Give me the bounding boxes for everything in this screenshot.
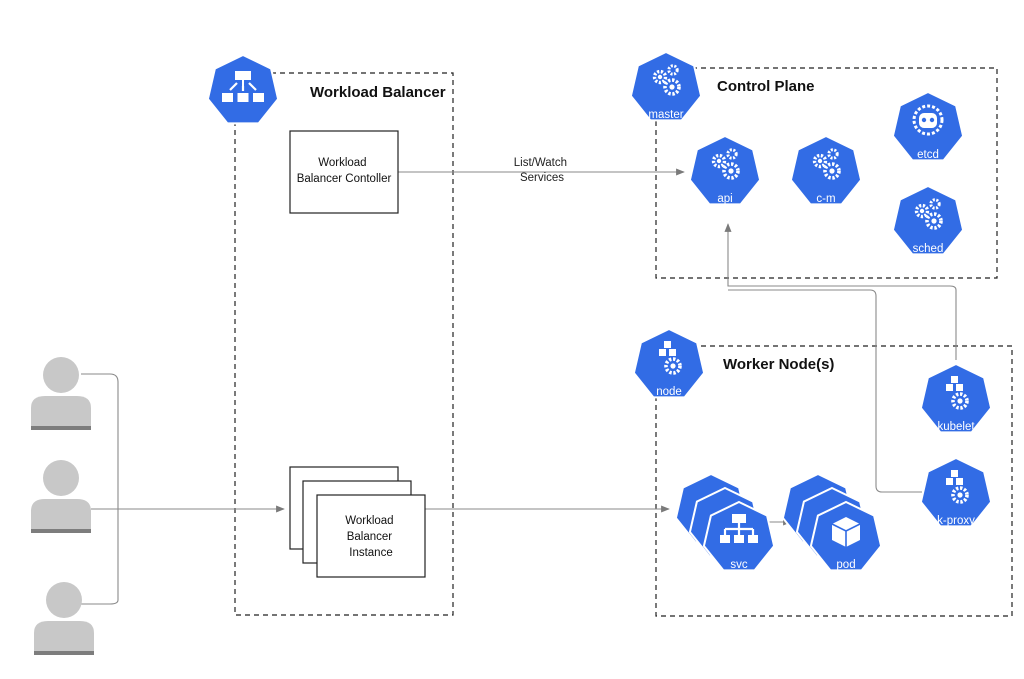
user-icon [31,460,91,533]
user-icon [34,582,94,655]
workload-balancer-group [234,72,454,616]
instance-box-label: Workload Balancer Instance [345,515,397,559]
robot-face-icon [912,104,944,136]
sched-label: sched [913,243,944,255]
api-node: api [688,135,762,206]
controller-box [289,130,399,214]
etcd-label: etcd [917,149,939,161]
master-node: master [629,51,703,122]
kubelet-to-api-arrow [724,223,957,360]
node-label: node [656,386,682,398]
pod-stack: pod [781,473,883,572]
kproxy-label: k-proxy [937,515,975,527]
kproxy-node: k-proxy [919,457,993,528]
kproxy-to-api-line [728,289,922,493]
worker-node: node [632,328,706,399]
worker-nodes-group [655,345,1013,617]
list-watch-label: List/Watch Services [514,157,570,184]
cm-node: c-m [789,135,863,206]
pod-label: pod [836,559,855,571]
users-bracket [81,373,119,605]
kubelet-node: kubelet [919,363,993,434]
kubelet-label: kubelet [937,421,975,433]
controller-box-label: Workload Balancer Contoller [297,157,392,185]
control-plane-title: Control Plane [717,78,815,95]
instance-box-front [316,494,426,578]
hierarchy-icon [206,54,280,125]
user-icon [31,357,91,430]
cube-icon [831,517,861,547]
cm-label: c-m [816,193,835,205]
etcd-node: etcd [891,91,965,162]
sched-node: sched [891,185,965,256]
api-label: api [717,193,732,205]
worker-nodes-title: Worker Node(s) [723,356,834,373]
master-label: master [648,109,683,121]
control-plane-group [655,67,998,279]
svc-label: svc [730,559,748,571]
svc-stack: svc [674,473,776,572]
connectors [81,168,957,605]
workload-balancer-title: Workload Balancer [310,84,446,101]
